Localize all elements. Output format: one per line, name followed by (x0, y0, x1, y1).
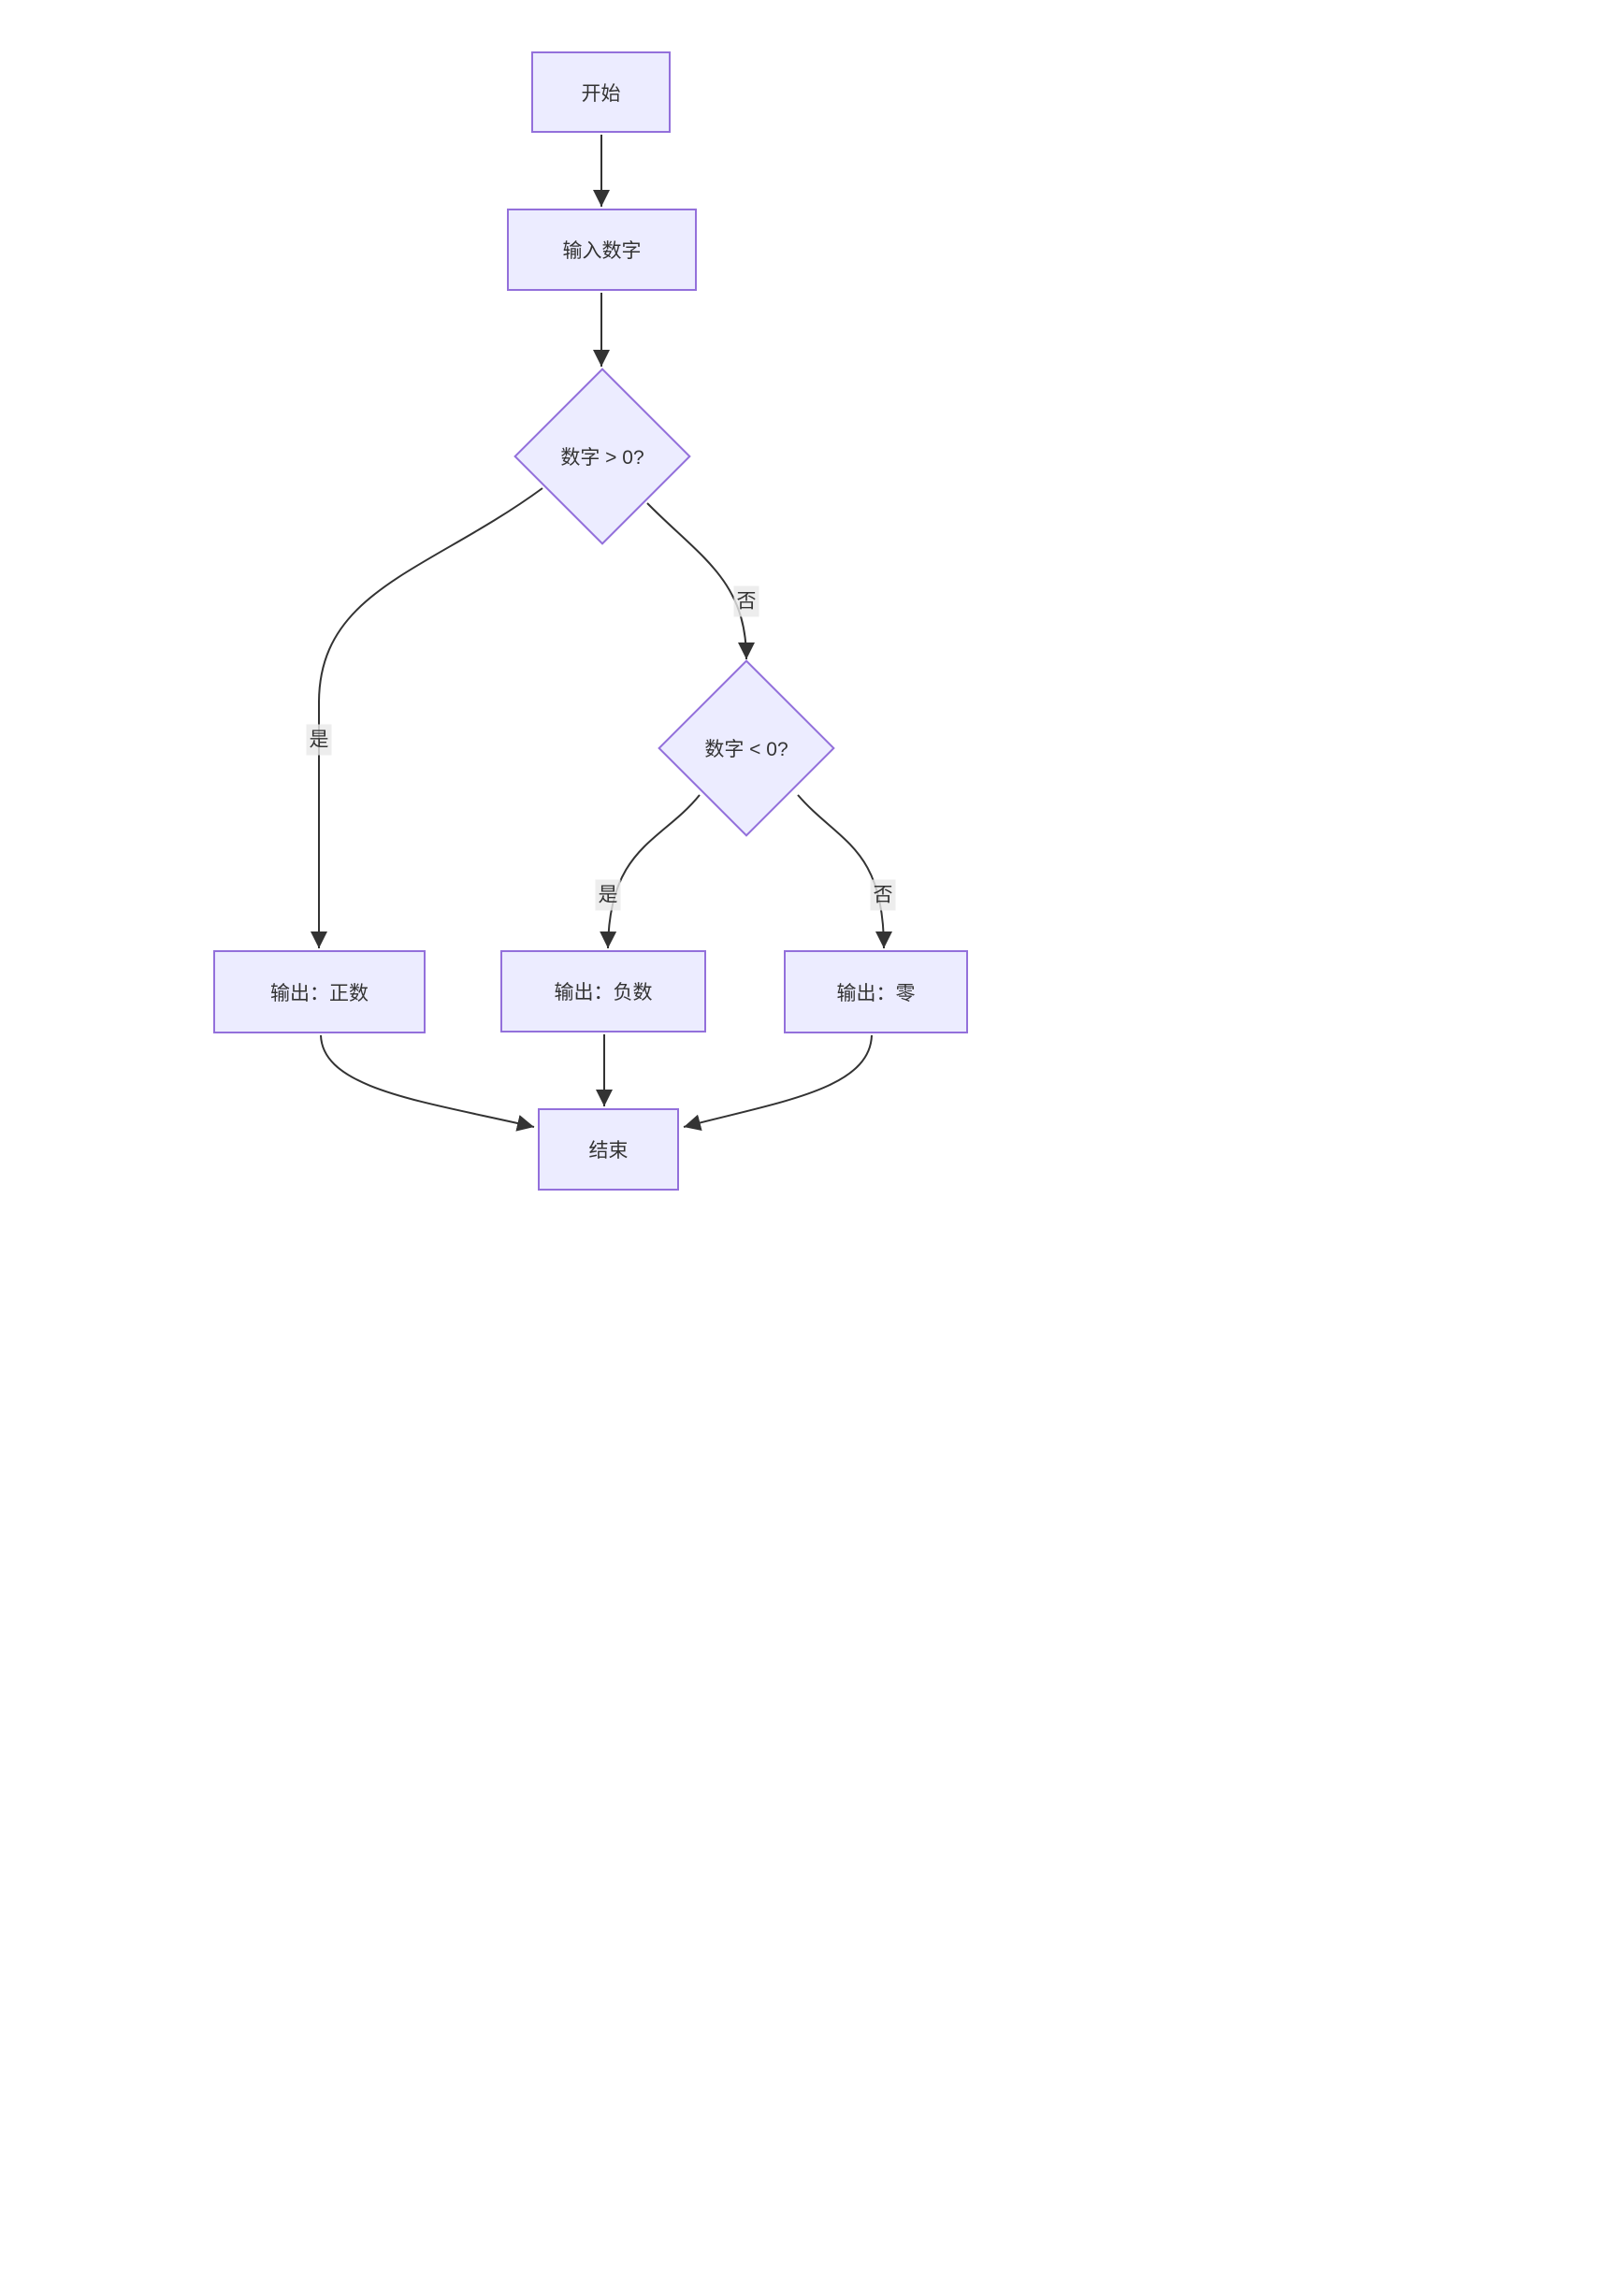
node-start-label: 开始 (581, 82, 621, 105)
edge-label-no-1: 否 (733, 585, 759, 617)
edge-check-negative-yes (600, 794, 701, 949)
edge-check-negative-no (797, 794, 892, 949)
node-check-positive: 数字 > 0? (513, 428, 691, 484)
edge-check-positive-yes (311, 487, 543, 948)
node-input-number: 输入数字 (507, 209, 697, 291)
node-output-positive: 输出：正数 (213, 950, 426, 1033)
node-output-negative: 输出：负数 (500, 950, 706, 1032)
node-output-zero: 输出：零 (784, 950, 968, 1033)
node-output-zero-label: 输出：零 (836, 982, 916, 1004)
node-output-negative-label: 输出：负数 (554, 982, 653, 1004)
edge-label-yes-2: 是 (595, 879, 621, 911)
node-end-label: 结束 (588, 1140, 629, 1162)
node-check-negative: 数字 < 0? (658, 720, 835, 776)
node-end: 结束 (538, 1108, 679, 1191)
node-start: 开始 (531, 51, 671, 133)
node-check-positive-label: 数字 > 0? (560, 447, 644, 469)
node-output-positive-label: 输出：正数 (270, 982, 369, 1004)
edge-label-no-2: 否 (870, 879, 896, 911)
edge-output-positive-to-end (320, 1034, 535, 1132)
edge-output-zero-to-end (683, 1034, 873, 1132)
edge-label-yes-1: 是 (306, 724, 332, 756)
edge-check-positive-no (646, 502, 755, 660)
node-input-number-label: 输入数字 (562, 240, 642, 262)
node-check-negative-label: 数字 < 0? (704, 739, 788, 760)
